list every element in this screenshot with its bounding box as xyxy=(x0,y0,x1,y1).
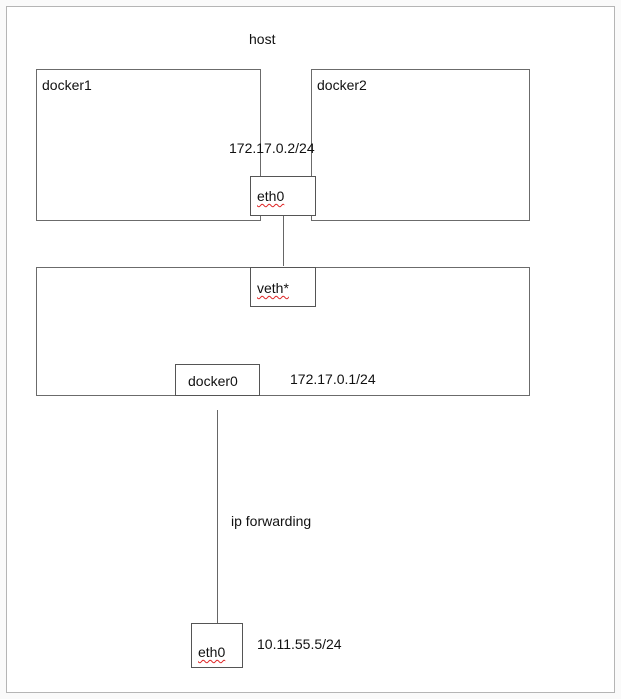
docker0-box: docker0 xyxy=(175,364,260,396)
docker1-label: docker1 xyxy=(42,77,92,93)
veth-box: veth* xyxy=(250,267,316,307)
docker1-box: docker1 xyxy=(36,69,261,221)
container-ip-label: 172.17.0.2/24 xyxy=(229,140,315,156)
eth0-veth-link xyxy=(283,216,284,266)
docker2-label: docker2 xyxy=(317,77,367,93)
veth-label: veth* xyxy=(257,280,289,296)
ip-forwarding-link xyxy=(217,410,218,624)
docker0-label: docker0 xyxy=(188,373,238,389)
ip-forwarding-label: ip forwarding xyxy=(231,513,312,529)
host-label: host xyxy=(249,31,276,47)
container-eth0-label: eth0 xyxy=(257,188,285,204)
docker2-box: docker2 xyxy=(311,69,530,221)
bridge-ip-label: 172.17.0.1/24 xyxy=(290,371,376,387)
host-eth0-label: eth0 xyxy=(198,644,226,660)
container-eth0-box: eth0 xyxy=(250,176,316,216)
diagram-frame xyxy=(6,6,615,693)
host-eth0-ip-label: 10.11.55.5/24 xyxy=(257,636,342,652)
host-eth0-box: eth0 xyxy=(191,623,243,668)
